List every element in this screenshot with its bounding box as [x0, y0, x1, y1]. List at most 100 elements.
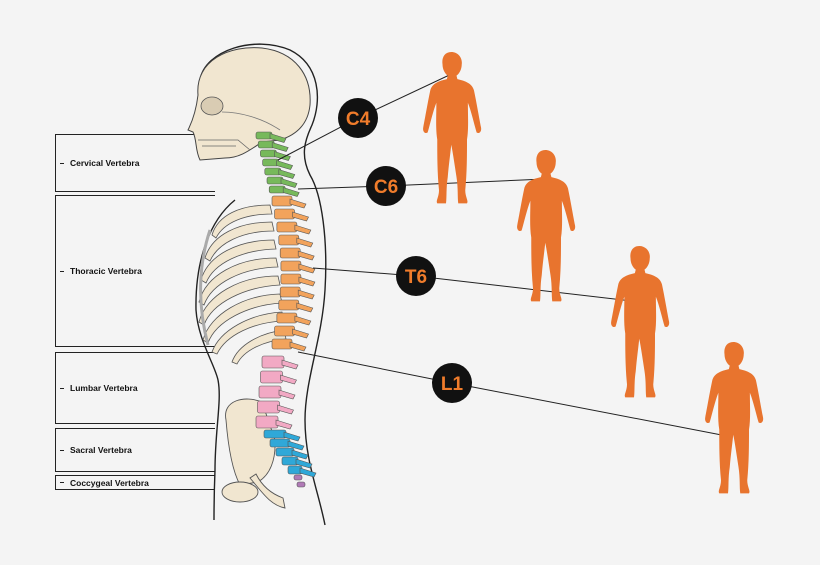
spinous-process-thoracic [297, 289, 315, 300]
badge-l1: L1 [432, 363, 472, 403]
badge-t6: T6 [396, 256, 436, 296]
leader-line-t6 [415, 275, 641, 303]
region-box-cervical: Cervical Vertebra [55, 134, 215, 192]
vertebra-coccygeal [296, 481, 306, 488]
vertebra-sacral [275, 447, 295, 457]
skull [187, 47, 311, 161]
badge-c4: C4 [338, 98, 378, 138]
spinous-process-lumbar [278, 389, 296, 400]
vertebra-thoracic [279, 286, 301, 298]
vertebra-lumbar [258, 385, 282, 399]
badge-l1-label: L1 [441, 374, 464, 395]
vertebra-cervical [262, 158, 279, 167]
figure-c6 [517, 150, 576, 302]
vertebra-sacral [269, 438, 291, 448]
region-label-coccygeal: Coccygeal Vertebra [70, 477, 149, 488]
vertebra-sacral [263, 429, 287, 439]
region-box-coccygeal: Coccygeal Vertebra [55, 475, 215, 490]
figure-c6-paralyzed-region [517, 150, 576, 302]
vertebra-thoracic [274, 325, 295, 337]
vertebra-thoracic [278, 299, 300, 311]
vertebra-coccygeal [293, 474, 303, 481]
vertebra-cervical [260, 149, 277, 158]
vertebra-thoracic [271, 195, 293, 207]
figure-c4 [423, 52, 482, 204]
spinous-process-lumbar [275, 419, 293, 430]
region-box-sacral: Sacral Vertebra [55, 428, 215, 472]
region-box-thoracic: Thoracic Vertebra [55, 195, 215, 347]
spinous-process-cervical [282, 187, 300, 197]
label-tick [60, 482, 64, 483]
spinous-process-thoracic [298, 263, 316, 274]
spinous-process-thoracic [292, 211, 309, 222]
figure-t6 [611, 246, 670, 398]
spinous-process-cervical [278, 169, 296, 179]
spinous-process-cervical [274, 151, 291, 161]
badge-c6: C6 [366, 166, 406, 206]
spinous-process-cervical [280, 178, 298, 188]
spinous-process-lumbar [281, 359, 299, 370]
vertebra-thoracic [276, 312, 298, 324]
spinous-process-thoracic [298, 276, 316, 287]
vertebra-lumbar [260, 370, 283, 384]
vertebra-thoracic [276, 221, 298, 233]
rib-cage [198, 204, 287, 365]
region-box-lumbar: Lumbar Vertebra [55, 352, 215, 424]
spinous-process-sacral [299, 467, 317, 478]
badge-c4-label: C4 [346, 109, 371, 130]
spinous-process-sacral [295, 458, 313, 469]
spinous-process-thoracic [289, 198, 307, 209]
spinous-process-thoracic [294, 224, 312, 235]
badge-t6-label: T6 [405, 267, 427, 288]
figure-t6-paralyzed-region [611, 246, 670, 398]
vertebra-thoracic [274, 208, 295, 220]
body-outline [199, 43, 327, 526]
region-label-cervical: Cervical Vertebra [70, 158, 140, 168]
badge-c6-label: C6 [374, 177, 398, 198]
leader-line-l1 [451, 382, 733, 438]
vertebra-cervical [257, 140, 275, 149]
spinous-process-cervical [276, 160, 294, 170]
spinous-process-thoracic [289, 341, 307, 352]
spinous-process-sacral [287, 440, 305, 451]
label-tick [60, 449, 64, 451]
vertebra-thoracic [279, 247, 301, 259]
spinous-process-thoracic [297, 250, 315, 261]
vertebra-thoracic [278, 234, 300, 246]
spinous-process-thoracic [296, 302, 314, 313]
spinous-process-lumbar [280, 374, 297, 385]
vertebra-cervical [268, 185, 286, 194]
vertebra-lumbar [257, 400, 280, 414]
leader-line-l1 [297, 351, 453, 384]
vertebra-sacral [281, 456, 299, 466]
label-tick [60, 270, 64, 272]
vertebra-thoracic [280, 273, 302, 285]
pelvis [221, 398, 286, 509]
figure-c4-paralyzed-region [423, 52, 482, 204]
vertebra-cervical [264, 167, 282, 176]
figure-l1-paralyzed-region [705, 342, 764, 494]
spinous-process-sacral [283, 431, 301, 442]
figure-l1 [705, 342, 764, 494]
vertebra-lumbar [255, 415, 279, 429]
vertebra-thoracic [271, 338, 293, 350]
spine [255, 131, 317, 488]
label-tick [60, 387, 64, 389]
spinous-process-thoracic [296, 237, 314, 248]
region-label-thoracic: Thoracic Vertebra [70, 266, 142, 276]
label-tick [60, 162, 64, 164]
spinous-process-thoracic [294, 315, 312, 326]
vertebra-cervical [255, 131, 273, 140]
spinous-process-lumbar [277, 404, 294, 415]
vertebra-cervical [266, 176, 284, 185]
region-label-sacral: Sacral Vertebra [70, 445, 132, 455]
spinous-process-cervical [269, 133, 287, 143]
vertebra-lumbar [261, 355, 285, 369]
spinous-process-sacral [291, 449, 309, 460]
spinous-process-cervical [271, 142, 289, 152]
spinous-process-thoracic [292, 328, 309, 339]
vertebra-thoracic [280, 260, 302, 272]
region-label-lumbar: Lumbar Vertebra [70, 383, 138, 393]
